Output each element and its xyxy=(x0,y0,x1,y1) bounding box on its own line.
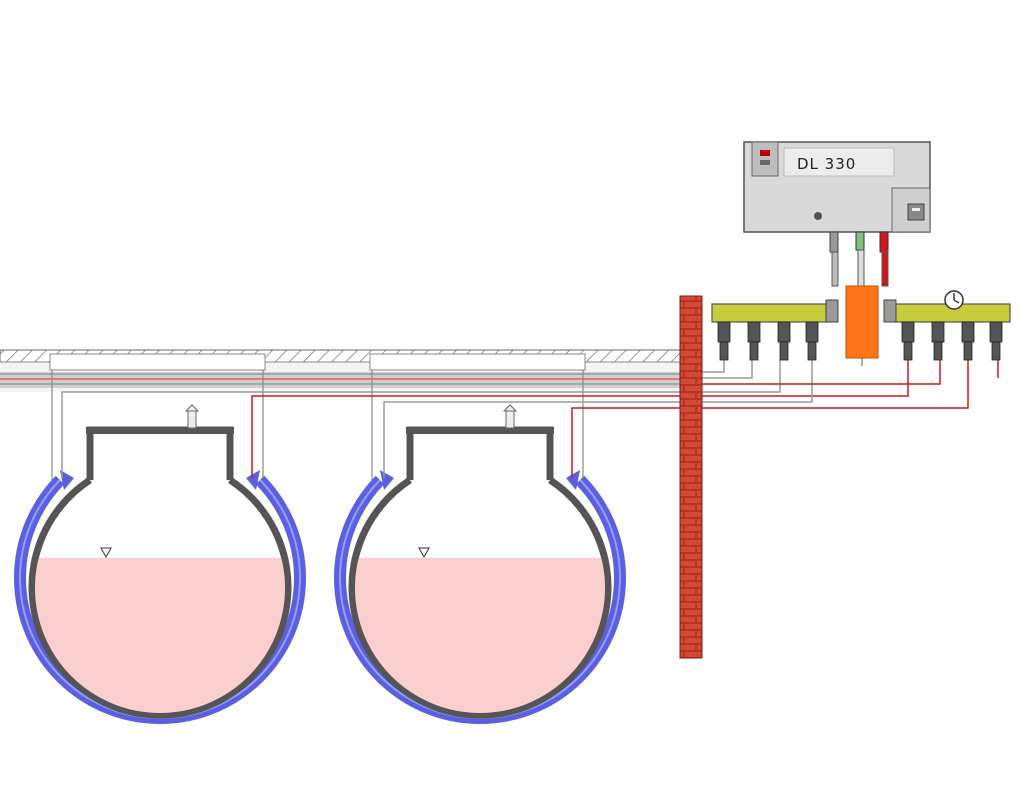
manifold-left xyxy=(711,299,839,361)
tank-right xyxy=(334,404,626,724)
pressure-gauge-icon xyxy=(944,290,964,310)
ground-slab xyxy=(0,349,681,392)
liquid-fill-right xyxy=(355,558,605,713)
manifold-right xyxy=(883,290,1011,361)
brick-wall xyxy=(679,295,703,659)
level-marker-icon xyxy=(418,547,430,559)
device-model-label: DL 330 xyxy=(797,155,856,173)
liquid-fill-left xyxy=(35,558,285,713)
manhole-shafts xyxy=(51,370,584,480)
tank-left xyxy=(14,404,306,724)
pipe-lines xyxy=(61,360,999,478)
leak-detector-device: DL 330 xyxy=(743,141,931,287)
filter-cartridge xyxy=(845,285,879,359)
level-marker-icon xyxy=(100,547,112,559)
indicator-lamp-icon xyxy=(814,212,822,220)
